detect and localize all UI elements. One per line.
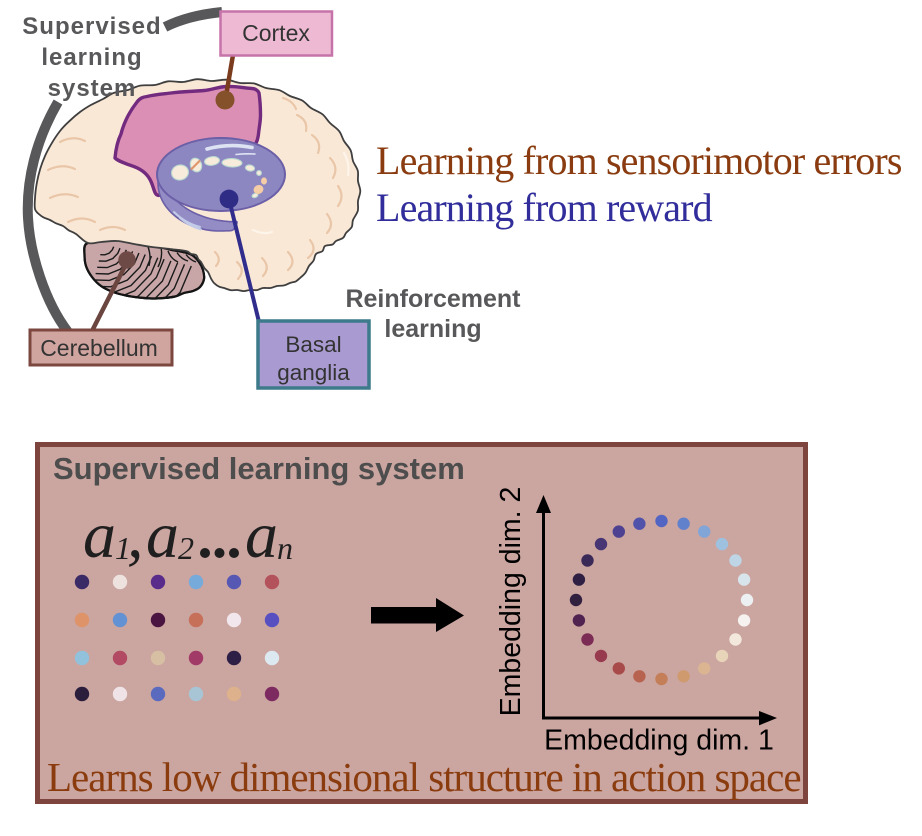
svg-text:n: n <box>277 530 293 566</box>
svg-text:Reinforcement: Reinforcement <box>345 285 521 313</box>
svg-text:learning: learning <box>384 315 481 343</box>
svg-text:system: system <box>48 75 137 102</box>
svg-text:Cerebellum: Cerebellum <box>40 335 158 361</box>
svg-text:Basal: Basal <box>285 332 341 357</box>
svg-text:Supervised learning system: Supervised learning system <box>53 451 465 486</box>
svg-text:Cortex: Cortex <box>242 20 310 46</box>
svg-text:Learning from sensorimotor err: Learning from sensorimotor errors <box>376 138 902 183</box>
svg-text:2: 2 <box>178 530 194 566</box>
svg-text:Learns low dimensional structu: Learns low dimensional structure in acti… <box>47 754 801 800</box>
svg-text:Embedding dim. 2: Embedding dim. 2 <box>495 487 527 717</box>
svg-text:learning: learning <box>41 44 142 71</box>
svg-text:a: a <box>146 499 179 572</box>
svg-text:1: 1 <box>115 530 131 566</box>
svg-text:Supervised: Supervised <box>22 13 161 40</box>
svg-text:a: a <box>83 499 116 572</box>
svg-text:,: , <box>127 499 144 572</box>
svg-text:Learning from reward: Learning from reward <box>376 185 713 230</box>
svg-text:Embedding dim. 1: Embedding dim. 1 <box>544 725 774 757</box>
svg-text:ganglia: ganglia <box>277 360 350 385</box>
svg-text:a: a <box>245 499 278 572</box>
